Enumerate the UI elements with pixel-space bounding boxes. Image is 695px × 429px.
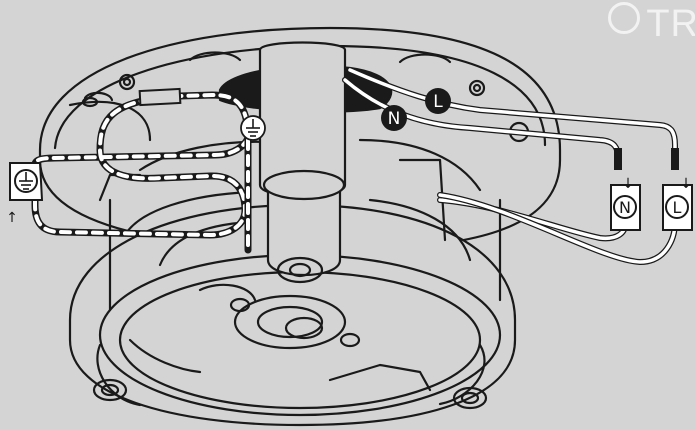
ground-symbol-marker bbox=[240, 115, 266, 141]
screw-icon bbox=[92, 378, 128, 402]
ground-icon bbox=[19, 172, 33, 190]
neutral-terminal bbox=[610, 184, 641, 231]
screw-icon bbox=[452, 386, 488, 410]
arrow-down-neutral: ↓ bbox=[622, 176, 634, 192]
screw-icon bbox=[468, 79, 486, 97]
terminal-neutral-label: N bbox=[619, 198, 631, 217]
brand-text: TR bbox=[646, 3, 695, 45]
badge-live-label: L bbox=[433, 92, 443, 112]
circle-logo-icon bbox=[608, 2, 641, 34]
ground-terminal bbox=[9, 162, 44, 201]
live-terminal bbox=[662, 184, 693, 231]
screw-icon bbox=[118, 73, 136, 91]
badge-neutral-label: N bbox=[388, 109, 401, 129]
ground-icon bbox=[246, 119, 260, 137]
brand-logo: TR bbox=[608, 2, 695, 46]
arrow-up-ground: ↑ bbox=[6, 210, 18, 226]
terminal-live-label: L bbox=[673, 198, 682, 217]
arrow-down-live: ↓ bbox=[680, 176, 692, 192]
